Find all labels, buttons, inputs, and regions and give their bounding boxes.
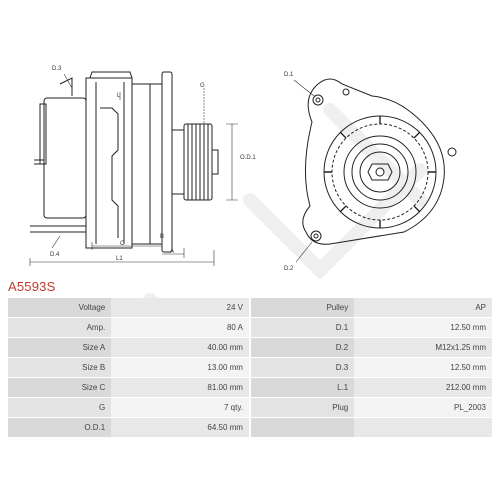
spec-right-value [354, 417, 492, 438]
spec-right-value: AP [354, 298, 492, 318]
label-a: A [170, 249, 174, 255]
stator-body [85, 77, 133, 249]
spec-gap [248, 298, 251, 318]
ear-hole-right [447, 147, 457, 157]
spec-left-label: O.D.1 [8, 417, 112, 438]
pulley-ring [343, 135, 417, 209]
spec-gap [248, 357, 251, 378]
front-view [302, 78, 457, 245]
label-d1: D.1 [284, 72, 294, 78]
spec-left-value: 7 qty. [111, 397, 249, 418]
front-flange [161, 71, 173, 253]
label-d3: D.3 [52, 66, 62, 72]
spec-right-value: 12.50 mm [354, 317, 492, 338]
pulley-grooves [187, 124, 209, 200]
label-d4: D.4 [50, 252, 60, 258]
label-c: C [120, 241, 125, 247]
spec-gap [248, 377, 251, 398]
housing-contour [89, 71, 133, 79]
spec-right-label: D.2 [250, 337, 355, 358]
spec-right-label: Pulley [250, 298, 355, 318]
label-g: G [200, 83, 205, 89]
spec-left-value: 24 V [111, 298, 249, 318]
rear-cap [39, 103, 47, 165]
label-l1: L1 [116, 256, 123, 262]
label-d2: D.2 [284, 266, 294, 272]
spec-right-label: D.1 [250, 317, 355, 338]
shaft-nut [367, 163, 393, 181]
spec-gap [248, 317, 251, 338]
spec-gap [248, 397, 251, 418]
spec-left-label: Voltage [8, 298, 112, 318]
spec-left-label: Size A [8, 337, 112, 358]
spec-left-value: 13.00 mm [111, 357, 249, 378]
part-number: A5593S [8, 279, 56, 294]
spec-left-label: Amp. [8, 317, 112, 338]
ear-hole-d2 [310, 230, 322, 242]
spec-gap [248, 417, 251, 438]
spec-left-value: 81.00 mm [111, 377, 249, 398]
mount-ear-bottom [30, 225, 87, 233]
spec-left-value: 64.50 mm [111, 417, 249, 438]
terminal-stud [34, 159, 44, 165]
spec-left-value: 80 A [111, 317, 249, 338]
spec-right-value: 12.50 mm [354, 357, 492, 378]
shaft-collar [171, 129, 185, 195]
spec-left-value: 40.00 mm [111, 337, 249, 358]
label-od1: O.D.1 [240, 155, 256, 161]
label-b: B [160, 234, 164, 240]
spec-right-label: D.3 [250, 357, 355, 378]
spec-right-value: 212.00 mm [354, 377, 492, 398]
spec-right-value: M12x1.25 mm [354, 337, 492, 358]
spec-left-label: G [8, 397, 112, 418]
spec-left-label: Size C [8, 377, 112, 398]
spec-right-label: L.1 [250, 377, 355, 398]
spec-right-label [250, 417, 355, 438]
front-outline [302, 78, 445, 245]
rear-housing [43, 97, 87, 219]
label-l-top: L [117, 93, 121, 99]
spec-right-value: PL_2003 [354, 397, 492, 418]
spec-gap [248, 337, 251, 358]
front-housing [131, 83, 163, 245]
spec-right-label: Plug [250, 397, 355, 418]
spec-left-label: Size B [8, 357, 112, 378]
ear-hole-d1 [312, 94, 324, 106]
alternator-drawing: D.3 G O.D.1 L C A B L1 D.4 D.1 D.2 [29, 66, 457, 272]
